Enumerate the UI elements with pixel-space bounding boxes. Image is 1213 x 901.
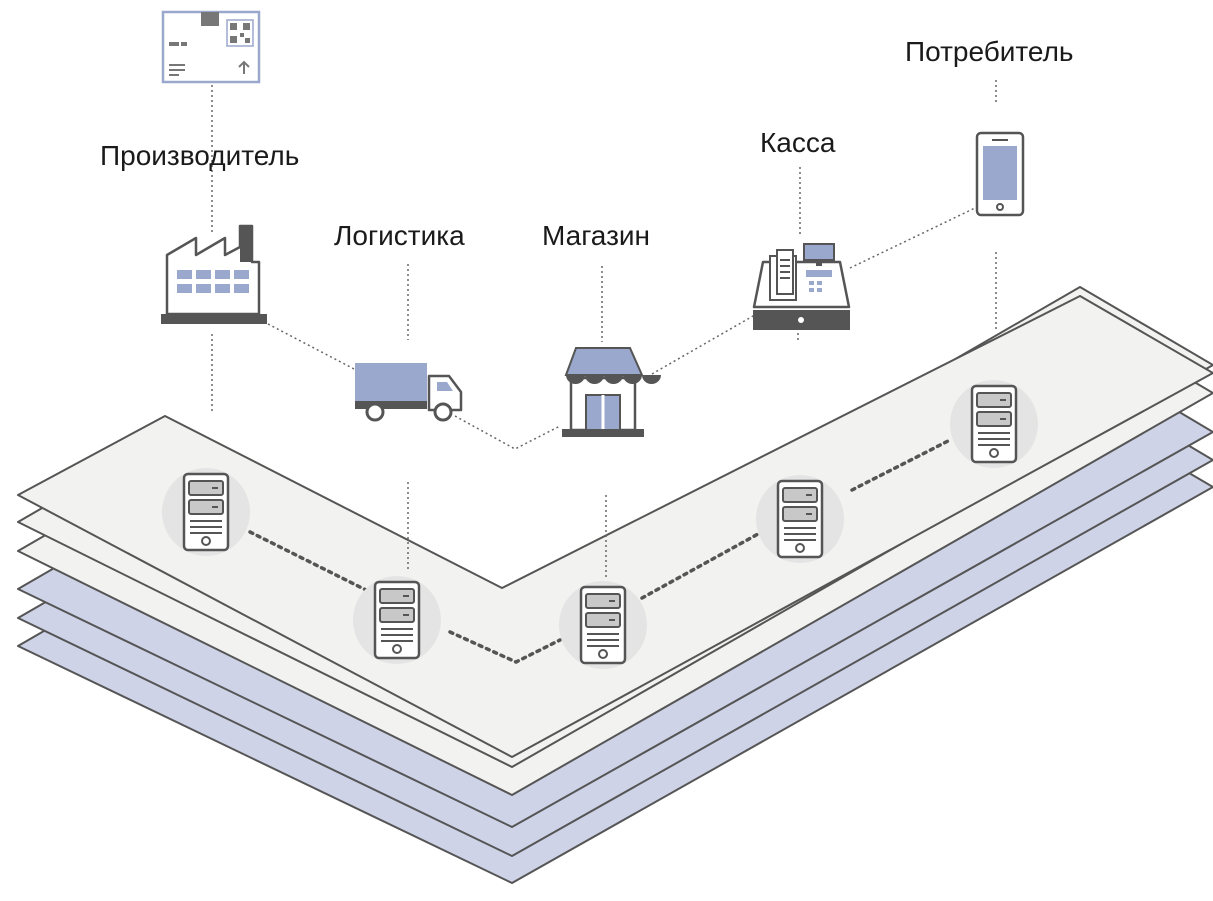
package-label-icon: [161, 10, 261, 84]
label-producer: Производитель: [100, 140, 299, 171]
layer-top: [17, 295, 1213, 758]
layer-stack: [17, 286, 1213, 884]
label-cashier: Касса: [760, 127, 836, 158]
store-icon: [562, 347, 661, 437]
label-logistics: Логистика: [334, 220, 465, 251]
cash-register-icon: [752, 243, 851, 330]
label-consumer: Потребитель: [905, 36, 1074, 67]
smartphone-icon: [975, 131, 1025, 217]
server-node-store: [557, 579, 649, 671]
truck-icon: [355, 363, 463, 422]
server-node-producer: [160, 466, 252, 558]
factory-icon: [161, 224, 267, 324]
server-node-cashier: [754, 473, 846, 565]
network-links: [248, 438, 952, 664]
server-node-consumer: [948, 378, 1040, 470]
label-store: Магазин: [542, 220, 650, 251]
server-node-logistics: [351, 574, 443, 666]
